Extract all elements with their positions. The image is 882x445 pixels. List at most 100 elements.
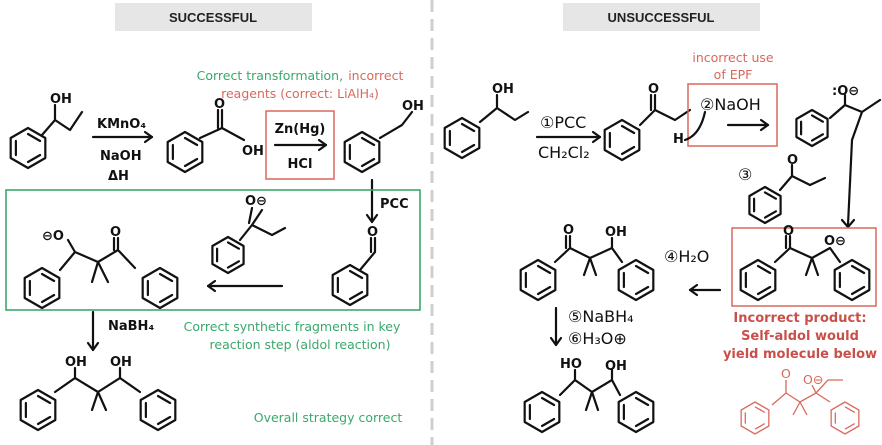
ring-double-bond	[158, 293, 174, 304]
diol-oh-1: OH	[65, 355, 87, 370]
reagent-nabh4: NaBH₄	[108, 319, 154, 334]
key-step-box	[5, 189, 421, 311]
ketone-o: O	[648, 82, 659, 97]
product-o: O	[783, 224, 794, 239]
diol-oh-2: OH	[110, 355, 132, 370]
aldol-o: O	[563, 223, 574, 238]
note-transformation: Correct transformation, incorrect	[197, 65, 404, 84]
ring-double-bond	[763, 210, 778, 219]
ring-double-bond	[850, 285, 866, 296]
ring-double-bond	[763, 191, 778, 200]
ring-double-bond	[460, 122, 476, 133]
ring-double-bond	[156, 394, 172, 405]
reagent-heat: ΔH	[108, 169, 129, 184]
oh-label: OH	[50, 92, 72, 107]
reagent-zn-hg: Zn(Hg)	[275, 122, 326, 137]
note-correct-reagent: reagents (correct: LiAlH₄)	[221, 86, 379, 101]
benzene-ring	[23, 266, 61, 310]
reagent-naoh: ②NaOH	[700, 95, 761, 114]
ring-double-bond	[226, 260, 241, 269]
benzene-ring	[830, 401, 860, 435]
reagent-naoh: NaOH	[100, 149, 142, 164]
ring-double-bond	[810, 114, 825, 123]
benzene-ring	[523, 390, 561, 434]
note-fragments: Correct synthetic fragments in key	[184, 319, 401, 334]
note-epf-2: of EPF	[714, 67, 753, 82]
ring-double-bond	[756, 285, 772, 296]
ring-double-bond	[620, 124, 636, 135]
benzene-ring	[617, 390, 655, 434]
ring-double-bond	[183, 136, 199, 147]
solvent: CH₂Cl₂	[538, 143, 590, 162]
note-self-aldol: Self-aldol would	[741, 329, 859, 344]
benzene-ring	[603, 118, 641, 162]
header-successful-bg	[115, 3, 312, 31]
enolate-o-minus: O⊖	[245, 194, 267, 209]
ring-double-bond	[226, 241, 241, 250]
right-panel: OH ①PCC CH₂Cl₂ O H incorrect use of EPF …	[478, 50, 882, 416]
step-4: ④H₂O	[664, 247, 709, 266]
ring-double-bond	[634, 285, 650, 296]
incorrect-epf-box	[687, 83, 778, 147]
incorrect-product-box	[731, 227, 877, 307]
aldol-o: O	[110, 225, 121, 240]
aldol-oh: OH	[605, 225, 627, 240]
ring-double-bond	[36, 394, 52, 405]
reagent-kmno4: KMnO₄	[97, 117, 146, 132]
ring-double-bond	[754, 406, 766, 413]
diol-oh: OH	[605, 359, 627, 374]
benzene-ring	[211, 235, 245, 275]
ring-double-bond	[620, 145, 636, 156]
reagent-pcc: ①PCC	[540, 113, 586, 132]
benzene-ring	[139, 388, 177, 432]
reagent-pcc: PCC	[380, 197, 409, 212]
step3-o: O	[787, 153, 798, 168]
benzene-ring	[519, 258, 557, 302]
header-successful: SUCCESSFUL	[169, 10, 257, 25]
acid-o: O	[214, 97, 225, 112]
benzene-ring	[141, 266, 179, 310]
self-aldol-o: O	[781, 366, 791, 381]
aldehyde-o: O	[367, 225, 378, 240]
alpha-h: H	[673, 132, 684, 147]
header-unsuccessful-bg	[563, 3, 760, 31]
ring-double-bond	[754, 423, 766, 430]
step-6: ⑥H₃O⊕	[568, 329, 627, 348]
ring-double-bond	[540, 396, 556, 407]
ring-double-bond	[536, 285, 552, 296]
ring-double-bond	[360, 157, 376, 168]
ring-double-bond	[26, 153, 42, 164]
ring-double-bond	[348, 269, 364, 280]
oh-label: OH	[492, 82, 514, 97]
ring-double-bond	[40, 272, 56, 283]
aldol-o-minus: ⊖O	[42, 229, 64, 244]
benzene-rings	[9, 108, 871, 435]
ring-double-bond	[810, 133, 825, 142]
benzene-ring	[19, 388, 57, 432]
ring-double-bond	[156, 415, 172, 426]
ring-double-bond	[36, 415, 52, 426]
left-panel: OH KMnO₄ NaOH ΔH O OH Zn(Hg) HCl Correct…	[5, 65, 424, 425]
alcohol-oh: OH	[402, 99, 424, 114]
benzene-ring	[331, 263, 369, 307]
benzene-ring	[617, 258, 655, 302]
note-incorrect-product: Incorrect product:	[733, 311, 866, 326]
ring-double-bond	[850, 264, 866, 275]
ring-double-bond	[634, 417, 650, 428]
benzene-ring	[166, 130, 204, 174]
product-o-minus: O⊖	[824, 234, 846, 249]
benzene-ring	[343, 130, 381, 174]
enolate-o-minus: :O⊖	[832, 84, 859, 99]
diol-ho: HO	[560, 357, 582, 372]
ring-double-bond	[183, 157, 199, 168]
ring-double-bond	[158, 272, 174, 283]
note-epf-1: incorrect use	[692, 50, 774, 65]
benzene-ring	[740, 401, 770, 435]
benzene-ring	[833, 258, 871, 302]
header-unsuccessful: UNSUCCESSFUL	[608, 10, 715, 25]
ring-double-bond	[360, 136, 376, 147]
benzene-ring	[748, 185, 782, 225]
ring-double-bond	[40, 293, 56, 304]
benzene-ring	[443, 116, 481, 160]
